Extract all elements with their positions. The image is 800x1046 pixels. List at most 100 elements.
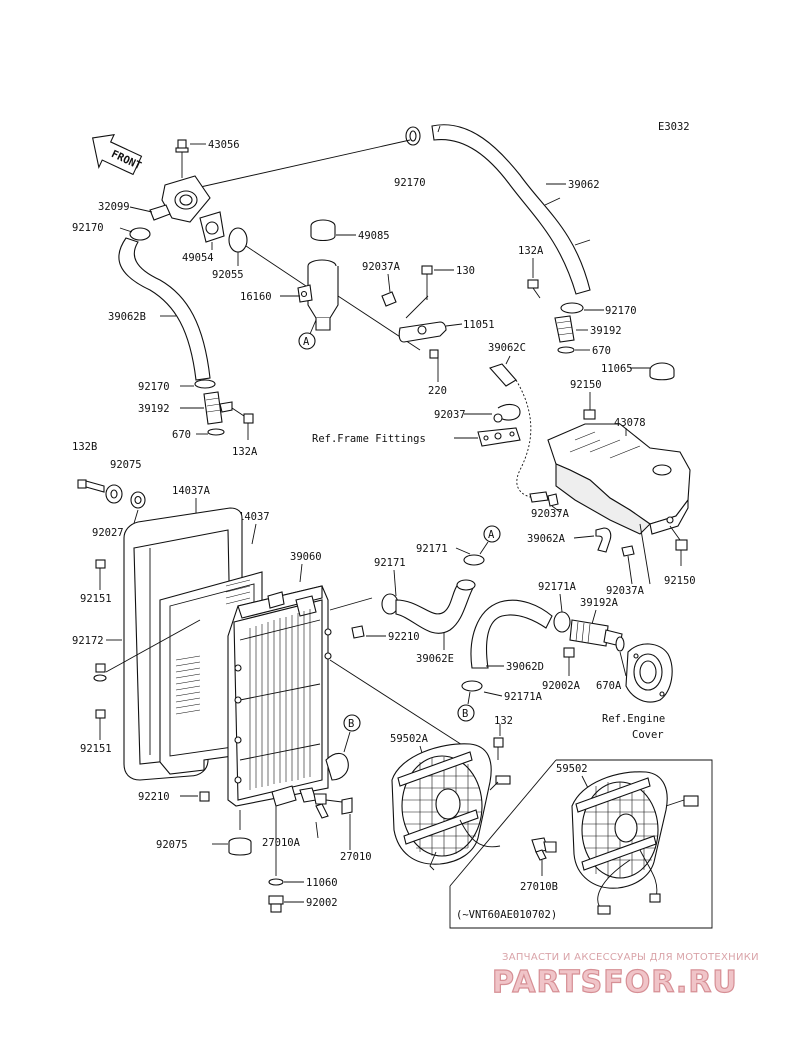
filler-cap-49085	[310, 219, 336, 242]
label-92150-low: 92150	[664, 575, 696, 587]
label-92037A-top: 92037A	[362, 261, 401, 273]
bolt-92002A	[563, 647, 575, 676]
clip-92037A-top	[381, 291, 397, 307]
label-92170-left: 92170	[72, 222, 104, 234]
label-92151-top: 92151	[80, 593, 112, 605]
label-27010: 27010	[340, 851, 372, 863]
label-39192-right: 39192	[590, 325, 622, 337]
clamp-92170-lower	[194, 379, 216, 389]
label-92055: 92055	[212, 269, 244, 281]
hose-39062C	[489, 363, 549, 503]
callout-b-left-label: B	[348, 718, 354, 730]
grommet-92027	[130, 491, 146, 509]
drain-bolt-92002	[268, 895, 284, 913]
bolt-92150-top	[583, 409, 596, 420]
filler-neck-16160	[297, 259, 339, 331]
label-92210-mid: 92210	[388, 631, 420, 643]
label-39062: 39062	[568, 179, 600, 191]
label-220: 220	[428, 385, 447, 397]
ref-engine-cover-2: Cover	[632, 729, 664, 741]
callout-b-right-label: B	[462, 708, 468, 720]
label-39060: 39060	[290, 551, 322, 563]
thermostat-cover-32099	[149, 175, 211, 223]
clamp-92171A-low	[461, 680, 483, 692]
screw-92172	[93, 663, 107, 682]
cooling-fan-59502	[571, 771, 699, 915]
clamp-92170-right	[560, 302, 584, 314]
label-92002: 92002	[306, 897, 338, 909]
clip-92210-low	[199, 791, 210, 802]
fitting-39192-left	[203, 391, 233, 425]
label-11051: 11051	[463, 319, 495, 331]
hose-39062A	[595, 527, 612, 553]
clamp-92171-a	[463, 554, 485, 566]
serial-note: (~VNT60AE010702)	[456, 909, 557, 921]
clip-92210-mid	[351, 625, 365, 639]
ref-frame-fittings: Ref.Frame Fittings	[312, 433, 426, 445]
label-92171-a: 92171	[416, 543, 448, 555]
o-ring-670-right	[557, 346, 575, 354]
callout-b-right: B	[457, 704, 475, 722]
label-32099: 32099	[98, 201, 130, 213]
label-92150-top: 92150	[570, 379, 602, 391]
label-39062B: 39062B	[108, 311, 146, 323]
diagram-code: E3032	[658, 121, 690, 133]
label-16160: 16160	[240, 291, 272, 303]
radiator-outlet	[325, 752, 349, 781]
label-39062D: 39062D	[506, 661, 544, 673]
reservoir-tank-43078	[547, 423, 691, 535]
watermark-tagline: ЗАПЧАСТИ И АКСЕССУАРЫ ДЛЯ МОТОТЕХНИКИ	[502, 952, 759, 963]
label-92151-low: 92151	[80, 743, 112, 755]
label-11060: 11060	[306, 877, 338, 889]
label-92210-low: 92210	[138, 791, 170, 803]
radiator-39060	[227, 585, 332, 807]
label-92075-low: 92075	[156, 839, 188, 851]
fitting-39192A	[569, 619, 623, 647]
label-14037: 14037	[238, 511, 270, 523]
callout-a-upper: A	[298, 332, 316, 350]
thermostat-49054	[199, 211, 225, 243]
callout-a-lower-label: A	[488, 529, 495, 541]
label-49085: 49085	[358, 230, 390, 242]
label-92170-right: 92170	[605, 305, 637, 317]
label-39062C: 39062C	[488, 342, 526, 354]
clamp-92170-top	[405, 126, 421, 146]
callout-a-lower: A	[483, 525, 501, 543]
bolt-130	[421, 265, 433, 300]
callout-b-left: B	[343, 714, 361, 732]
washer-11060	[268, 878, 284, 886]
label-670-left: 670	[172, 429, 191, 441]
engine-cover	[625, 643, 673, 703]
bolt-92151-low	[95, 709, 106, 740]
alt-fan-box	[449, 759, 713, 929]
hose-39062B	[118, 237, 211, 381]
clip-92037A-mid	[547, 493, 559, 507]
frame-bracket-icon	[477, 427, 521, 447]
label-27010A: 27010A	[262, 837, 301, 849]
bolt-43056	[175, 139, 189, 178]
label-92172: 92172	[72, 635, 104, 647]
label-92037A-low: 92037A	[606, 585, 645, 597]
fan-switch-27010B	[531, 837, 557, 861]
label-49054: 49054	[182, 252, 214, 264]
o-ring-670A	[615, 636, 625, 652]
label-39062A: 39062A	[527, 533, 566, 545]
label-92170-top: 92170	[394, 177, 426, 189]
watermark-brand: PARTSFOR.RU	[492, 965, 738, 1000]
fitting-39192-right	[554, 315, 575, 343]
bolt-220	[429, 349, 439, 382]
clamp-92037	[493, 403, 521, 423]
bolt-92150-low	[675, 539, 688, 566]
bolt-92151-top	[95, 559, 106, 590]
label-92037A-mid: 92037A	[531, 508, 570, 520]
label-92075-top: 92075	[110, 459, 142, 471]
label-92171A-low: 92171A	[504, 691, 543, 703]
front-arrow-icon: FRONT	[92, 133, 143, 176]
label-670-right: 670	[592, 345, 611, 357]
label-43078: 43078	[614, 417, 646, 429]
grommet-92075-top	[105, 484, 123, 504]
fan-switch-27010A	[299, 787, 353, 819]
label-59502: 59502	[556, 763, 588, 775]
label-132A-left: 132A	[232, 446, 258, 458]
